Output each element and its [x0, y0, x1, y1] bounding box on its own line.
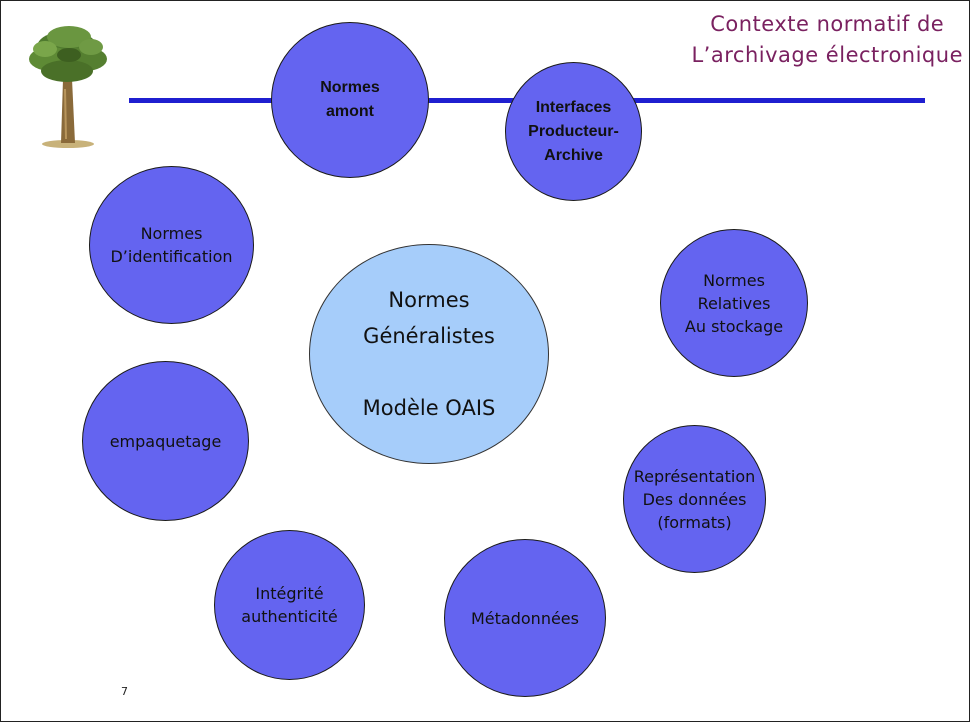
bubble-integrite-label: Intégrité authenticité [241, 584, 338, 626]
page-number: 7 [121, 685, 128, 698]
bubble-integrite-authenticite: Intégrité authenticité [214, 530, 365, 680]
bubble-representation-label: Représentation Des données (formats) [633, 466, 756, 532]
bubble-metadonnees: Métadonnées [444, 539, 606, 697]
title-line-1: Contexte normatif de [710, 12, 945, 36]
bubble-normes-amont: Normes amont [271, 22, 429, 178]
bubble-representation-donnees: Représentation Des données (formats) [623, 425, 766, 573]
bubble-stockage-label: Normes Relatives Au stockage [684, 270, 784, 336]
bubble-normes-amont-label: Normes amont [320, 79, 380, 120]
bubble-normes-generalistes: Normes Généralistes Modèle OAIS [309, 244, 549, 464]
bubble-metadonnees-label: Métadonnées [471, 608, 579, 628]
title-line-2: L’archivage électronique [691, 43, 963, 67]
bubble-empaquetage: empaquetage [82, 361, 249, 521]
bubble-empaquetage-label: empaquetage [109, 431, 222, 451]
pine-tree-icon [29, 26, 107, 148]
bubble-normes-stockage: Normes Relatives Au stockage [660, 229, 808, 377]
bubble-interfaces-label: Interfaces Producteur- Archive [528, 98, 619, 164]
slide-title: Contexte normatif de L’archivage électro… [691, 9, 963, 71]
bubble-interfaces-producteur-archive: Interfaces Producteur- Archive [505, 62, 642, 201]
bubble-generalistes-label: Normes Généralistes Modèle OAIS [362, 288, 496, 420]
bubble-normes-identification: Normes D’identification [89, 166, 254, 324]
bubble-identification-label: Normes D’identification [110, 224, 233, 266]
